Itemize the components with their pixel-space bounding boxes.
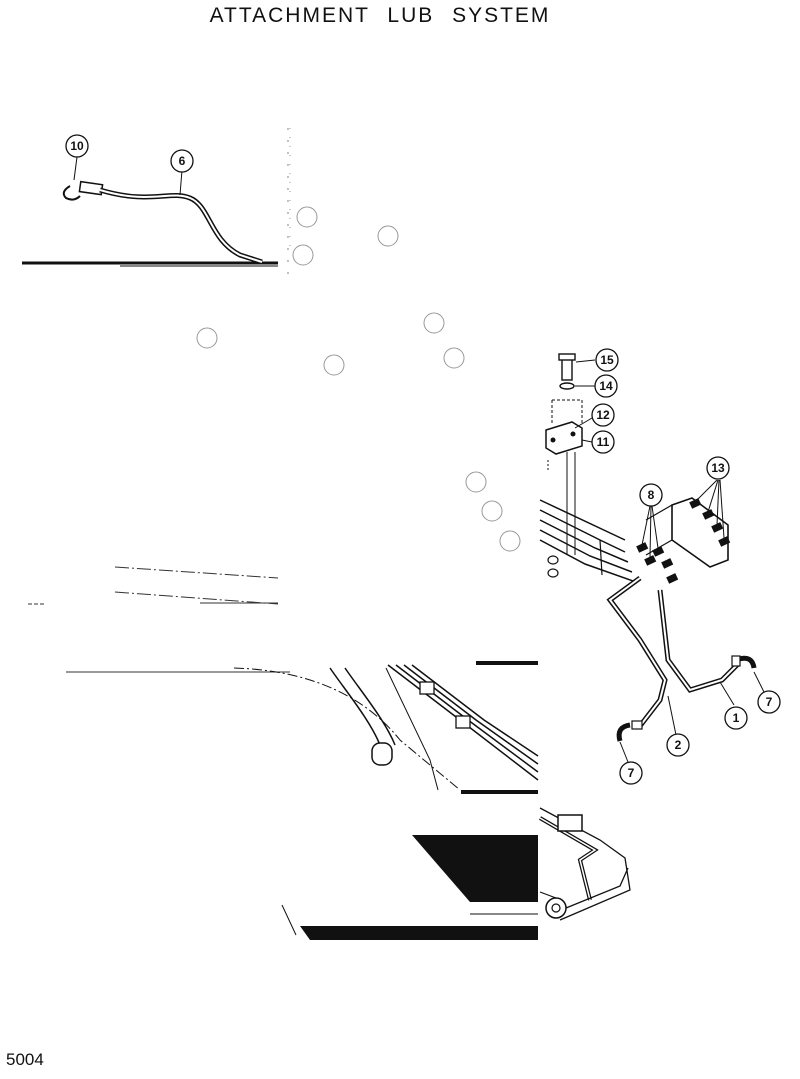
callout-2: 2: [666, 733, 690, 757]
clamp: [545, 421, 583, 455]
reference-circles: [196, 206, 521, 552]
callout-11: 11: [591, 430, 615, 454]
callout-label: 10: [70, 139, 84, 153]
callout-12: 12: [591, 403, 615, 427]
callout-label: 1: [733, 711, 740, 725]
callout-15: 15: [595, 348, 619, 372]
elbow-fittings: [616, 655, 765, 763]
callout-label: 12: [596, 408, 610, 422]
callout-label: 7: [628, 766, 635, 780]
page-title: ATTACHMENT LUB SYSTEM: [209, 4, 551, 27]
boom-shadow: [412, 835, 538, 902]
callout-7-left: 7: [619, 761, 643, 785]
elbow-fitting: [62, 185, 81, 201]
callout-10: 10: [65, 134, 89, 158]
callout-label: 6: [179, 154, 186, 168]
callout-8: 8: [639, 483, 663, 507]
grease-hose: [99, 187, 263, 265]
callout-1: 1: [724, 706, 748, 730]
boom-section: [233, 661, 539, 940]
callout-label: 8: [648, 488, 655, 502]
callout-label: 13: [711, 461, 725, 475]
callout-label: 7: [766, 695, 773, 709]
hose-end-fitting: [78, 180, 104, 196]
callout-label: 11: [597, 435, 610, 449]
hose-detail: [22, 156, 278, 267]
callout-6: 6: [170, 149, 194, 173]
clamp-stack: [545, 353, 596, 455]
washer: [559, 382, 575, 390]
grease-nipples: [636, 498, 731, 584]
callout-label: 2: [675, 738, 682, 752]
manifold-block: [636, 479, 731, 584]
callout-7-right: 7: [757, 690, 781, 714]
callout-13: 13: [706, 456, 730, 480]
boom-pipes: [538, 452, 740, 921]
page-number: 5004: [6, 1050, 44, 1069]
callout-label: 14: [599, 379, 613, 393]
construction-lines: [28, 128, 291, 673]
callout-label: 15: [600, 353, 614, 367]
callout-14: 14: [594, 374, 618, 398]
